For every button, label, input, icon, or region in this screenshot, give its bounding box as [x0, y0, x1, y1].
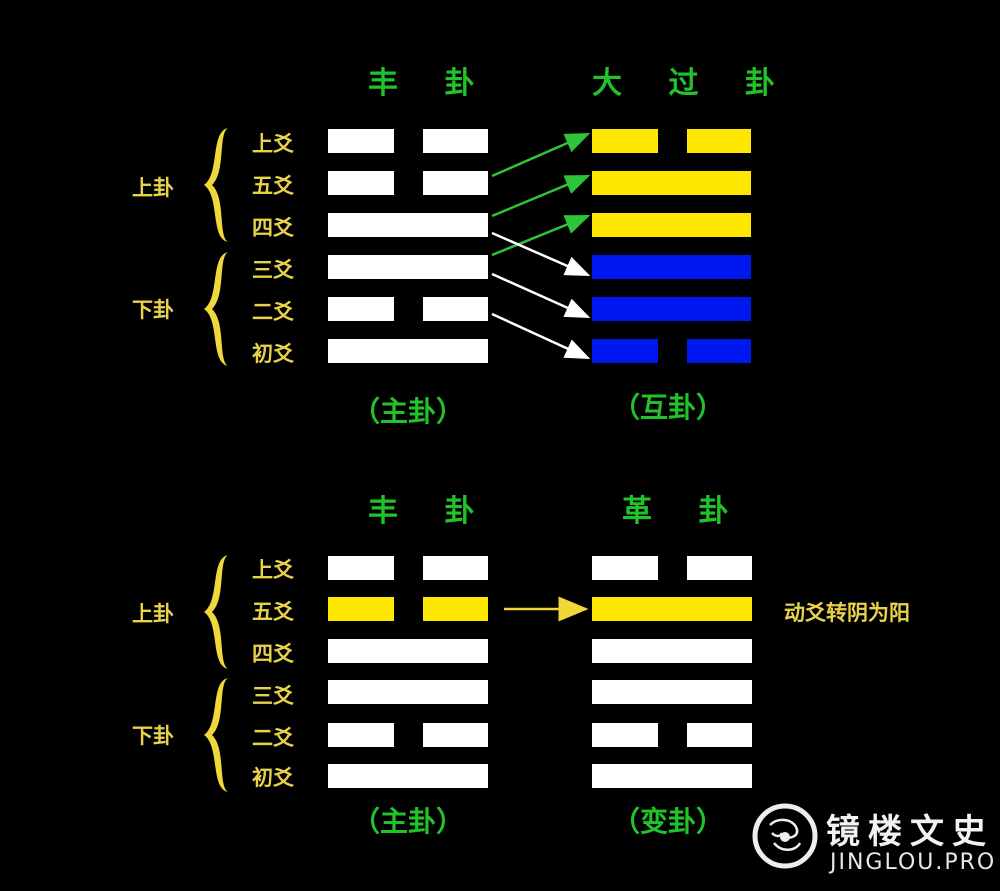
arrow-green — [491, 174, 591, 218]
bottom-right-subtitle: （变卦） — [612, 805, 725, 838]
yin-line — [592, 129, 751, 153]
arrow-white — [491, 312, 591, 360]
yang-line — [592, 213, 751, 237]
yao-label: 五爻 — [252, 173, 294, 198]
yang-line — [592, 171, 751, 195]
yang-line — [592, 680, 752, 704]
yin-line — [592, 339, 751, 363]
lower-trigram-label: 下卦 — [132, 723, 174, 748]
yin-line-moving — [328, 597, 488, 621]
lower-trigram-label: 下卦 — [132, 297, 174, 322]
upper-brace-icon — [204, 555, 228, 669]
watermark-name: 镜楼文史 — [826, 812, 994, 852]
bottom-left-subtitle: （主卦） — [352, 805, 465, 838]
yin-line — [592, 556, 752, 580]
top-right-title: 大 过 卦 — [592, 66, 793, 101]
yang-line — [328, 255, 488, 279]
moving-line-note: 动爻转阴为阳 — [784, 600, 910, 625]
arrow-green — [491, 132, 591, 178]
dragon-seal-logo-icon — [752, 803, 818, 869]
yao-label: 五爻 — [252, 599, 294, 624]
arrow-white — [491, 272, 591, 319]
lower-brace-icon — [204, 252, 228, 366]
yao-label: 初爻 — [252, 341, 294, 366]
yin-line — [328, 129, 488, 153]
yao-label: 上爻 — [252, 131, 294, 156]
yin-line — [328, 171, 488, 195]
yao-label: 初爻 — [252, 765, 294, 790]
upper-trigram-label: 上卦 — [132, 175, 174, 200]
yao-label: 二爻 — [252, 299, 294, 324]
arrow-green — [491, 214, 591, 257]
yang-line — [592, 255, 751, 279]
yao-label: 上爻 — [252, 557, 294, 582]
watermark-url: JINGLOU.PRO — [830, 850, 997, 875]
yao-label: 三爻 — [252, 683, 294, 708]
upper-trigram-label: 上卦 — [132, 601, 174, 626]
yao-label: 二爻 — [252, 725, 294, 750]
yang-line — [328, 339, 488, 363]
yao-label: 四爻 — [252, 215, 294, 240]
lower-brace-icon — [204, 678, 228, 792]
yao-label: 三爻 — [252, 257, 294, 282]
yin-line — [328, 723, 488, 747]
top-left-title: 丰 卦 — [368, 66, 493, 101]
yang-line — [592, 297, 751, 321]
bottom-right-title: 革 卦 — [622, 494, 747, 529]
yang-line — [592, 639, 752, 663]
yang-line — [592, 764, 752, 788]
yao-label: 四爻 — [252, 641, 294, 666]
yin-line — [328, 297, 488, 321]
yang-line — [328, 213, 488, 237]
yang-line — [328, 639, 488, 663]
bottom-left-title: 丰 卦 — [368, 494, 493, 529]
yin-line — [592, 723, 752, 747]
yang-line-changed — [592, 597, 752, 621]
top-right-subtitle: （互卦） — [612, 391, 725, 424]
upper-brace-icon — [204, 128, 228, 242]
yang-line — [328, 680, 488, 704]
yin-line — [328, 556, 488, 580]
arrow-white — [491, 231, 591, 277]
yang-line — [328, 764, 488, 788]
top-left-subtitle: （主卦） — [352, 395, 465, 428]
